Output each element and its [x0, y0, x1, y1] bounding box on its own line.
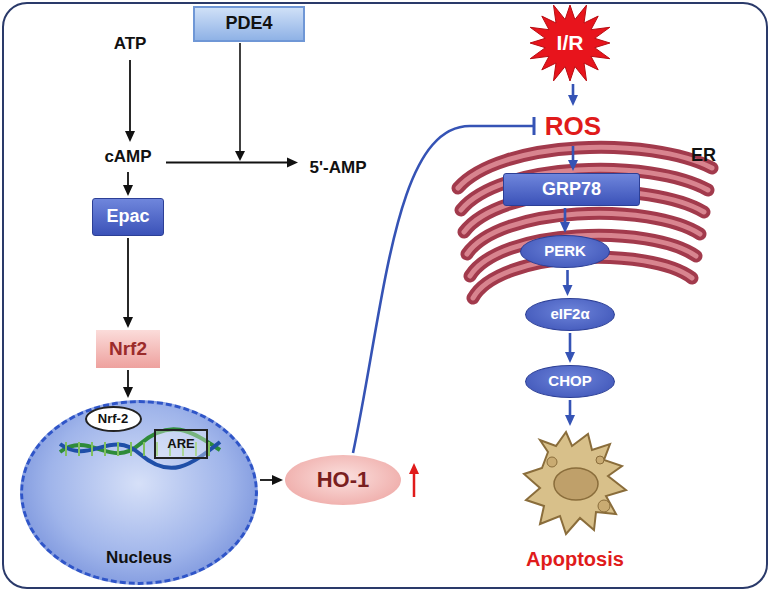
er-organelle: ER GRP78PERK — [445, 140, 720, 292]
node-text: ARE — [167, 437, 194, 451]
node-text: CHOP — [548, 373, 591, 390]
connector — [568, 146, 578, 171]
burst-shape — [530, 5, 610, 81]
node-text: Nucleus — [106, 549, 172, 568]
node-text: PDE4 — [225, 14, 272, 34]
node-text: Epac — [106, 207, 149, 227]
node-text: Nrf-2 — [98, 412, 128, 426]
connector — [563, 270, 573, 296]
node-text: ATP — [114, 35, 147, 54]
connector — [560, 208, 570, 233]
node-text: ROS — [545, 112, 601, 141]
node-text: Apoptosis — [526, 548, 624, 570]
protein-ellipse: CHOP — [525, 365, 615, 398]
connector — [565, 333, 575, 363]
connector — [568, 84, 578, 106]
connector — [260, 475, 283, 485]
molecule-label: ROS — [538, 108, 608, 144]
er-membrane — [458, 147, 712, 298]
enzyme-box: PDE4 — [193, 6, 305, 42]
frame — [3, 3, 767, 588]
node-text: cAMP — [104, 148, 151, 167]
burst-shape — [530, 5, 610, 81]
connector — [353, 117, 534, 453]
molecule-label: ATP — [100, 30, 160, 58]
node-text: HO-1 — [317, 468, 370, 492]
up-arrow — [409, 463, 419, 497]
stimulus-burst: I/R — [528, 4, 612, 82]
connector — [123, 238, 133, 328]
node-text: ER — [691, 146, 716, 166]
nucleus-ellipse: Nucleus Nrf-2ARE — [20, 400, 258, 585]
molecule-label: cAMP — [92, 144, 164, 170]
node-text: PERK — [544, 243, 586, 260]
connector — [123, 370, 133, 398]
outcome-label: Apoptosis — [505, 428, 645, 576]
molecule-label: 5'-AMP — [300, 155, 376, 181]
factor-box: Nrf2 — [96, 330, 160, 368]
node-text: 5'-AMP — [310, 159, 367, 178]
inhibit-arrow — [235, 43, 245, 161]
element-box: ARE — [154, 429, 208, 459]
protein-box: Epac — [92, 198, 164, 236]
node-text: GRP78 — [542, 180, 601, 200]
connector — [123, 172, 133, 196]
node-text: eIF2α — [550, 306, 589, 323]
connector — [565, 400, 575, 426]
factor-oval: Nrf-2 — [85, 406, 142, 432]
connector — [125, 60, 135, 142]
protein-box: GRP78 — [503, 173, 640, 206]
connector — [166, 158, 298, 168]
enzyme-ellipse: HO-1 — [285, 455, 401, 505]
node-text: I/R — [557, 31, 584, 54]
protein-ellipse: PERK — [520, 235, 610, 268]
protein-ellipse: eIF2α — [525, 298, 615, 331]
node-text: Nrf2 — [109, 339, 147, 360]
apoptotic-cell — [524, 432, 626, 534]
